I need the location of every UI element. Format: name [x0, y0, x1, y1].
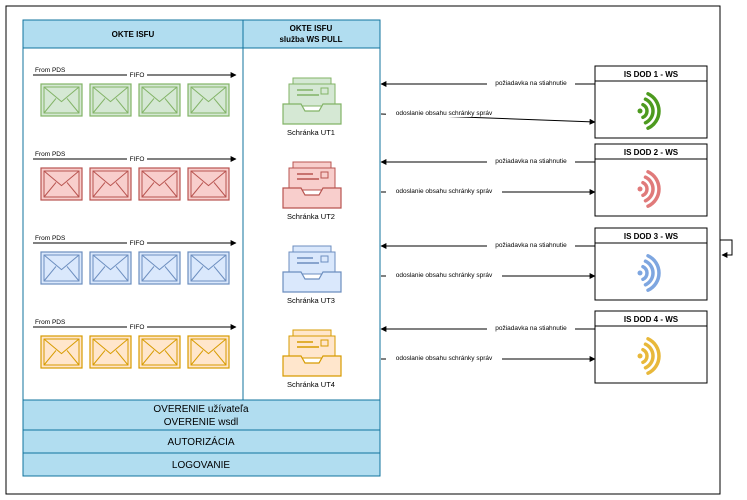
envelope-icon	[40, 83, 83, 117]
pull-header-cell	[242, 19, 381, 49]
pull-header-line2: služba WS PULL	[279, 35, 342, 44]
okte-header: OKTE ISFU	[112, 30, 155, 39]
send-label: odoslanie obsahu schránky správ	[396, 188, 493, 195]
mailbox-label: Schránka UT3	[287, 296, 335, 305]
envelope-icon	[40, 167, 83, 201]
request-label-bg	[487, 324, 575, 332]
mailbox-label: Schránka UT2	[287, 212, 335, 221]
envelope-icon	[40, 335, 83, 369]
fifo-label: FIFO	[130, 72, 145, 79]
dod-title: IS DOD 3 - WS	[624, 232, 679, 241]
fifo-label-bg	[127, 155, 147, 163]
envelope-icon	[138, 167, 181, 201]
overenie-band	[22, 399, 381, 431]
dod-title: IS DOD 4 - WS	[624, 315, 679, 324]
outer-frame	[5, 5, 721, 495]
okte-header-cell	[22, 19, 244, 49]
mailbox-label: Schránka UT4	[287, 380, 335, 389]
dod-title: IS DOD 1 - WS	[624, 70, 679, 79]
row-3: From PDS FIFO Schránka UT3 IS DOD 3 - WS pož…	[33, 227, 708, 305]
row-1: From PDS FIFO Schránka UT1 IS DOD 1 - WS pož…	[33, 65, 708, 139]
from-pds-label: From PDS	[35, 67, 66, 74]
inbox-tray-icon	[282, 245, 342, 293]
wifi-icon	[637, 337, 661, 375]
envelope-icon	[138, 251, 181, 285]
fifo-label: FIFO	[130, 156, 145, 163]
send-label-bg	[386, 186, 502, 195]
envelope-icon	[89, 83, 132, 117]
row-2: From PDS FIFO Schránka UT2 IS DOD 2 - WS pož…	[33, 143, 708, 221]
fifo-label-bg	[127, 71, 147, 79]
row-4: From PDS FIFO Schránka UT4 IS DOD 4 - WS pož…	[33, 310, 708, 389]
fifo-label: FIFO	[130, 240, 145, 247]
mailbox-label: Schránka UT1	[287, 128, 335, 137]
send-label-bg	[386, 353, 502, 362]
envelope-icon	[187, 167, 230, 201]
send-label: odoslanie obsahu schránky správ	[396, 272, 493, 279]
logovanie-label: LOGOVANIE	[172, 460, 230, 471]
overenie-line2: OVERENIE wsdl	[164, 417, 238, 428]
envelope-icon	[138, 335, 181, 369]
inbox-tray-icon	[282, 77, 342, 125]
envelope-icon	[89, 335, 132, 369]
send-label: odoslanie obsahu schránky správ	[396, 355, 493, 362]
envelope-icon	[138, 83, 181, 117]
loop-connector	[720, 239, 733, 258]
fifo-label-bg	[127, 323, 147, 331]
overenie-line1: OVERENIE užívateľa	[153, 404, 249, 415]
request-label: požiadavka na stiahnutie	[495, 242, 567, 249]
envelope-icon	[89, 167, 132, 201]
request-label: požiadavka na stiahnutie	[495, 158, 567, 165]
inbox-tray-icon	[282, 329, 342, 377]
from-pds-label: From PDS	[35, 319, 66, 326]
request-label-bg	[487, 79, 575, 87]
wifi-icon	[637, 92, 661, 130]
dod-title: IS DOD 2 - WS	[624, 148, 679, 157]
request-label-bg	[487, 241, 575, 249]
wifi-icon	[637, 254, 661, 292]
envelope-icon	[89, 251, 132, 285]
send-label: odoslanie obsahu schránky správ	[396, 110, 493, 117]
request-label: požiadavka na stiahnutie	[495, 80, 567, 87]
envelope-icon	[40, 251, 83, 285]
envelope-icon	[187, 251, 230, 285]
fifo-label: FIFO	[130, 324, 145, 331]
send-label-bg	[386, 108, 502, 117]
envelope-icon	[187, 83, 230, 117]
pull-header-line1: OKTE ISFU	[290, 24, 333, 33]
wifi-icon	[637, 170, 661, 208]
inbox-tray-icon	[282, 161, 342, 209]
fifo-label-bg	[127, 239, 147, 247]
from-pds-label: From PDS	[35, 151, 66, 158]
request-label: požiadavka na stiahnutie	[495, 325, 567, 332]
logovanie-band	[22, 452, 381, 477]
autorizacia-label: AUTORIZÁCIA	[167, 435, 234, 448]
envelope-icon	[187, 335, 230, 369]
from-pds-label: From PDS	[35, 235, 66, 242]
request-label-bg	[487, 157, 575, 165]
send-label-bg	[386, 270, 502, 279]
